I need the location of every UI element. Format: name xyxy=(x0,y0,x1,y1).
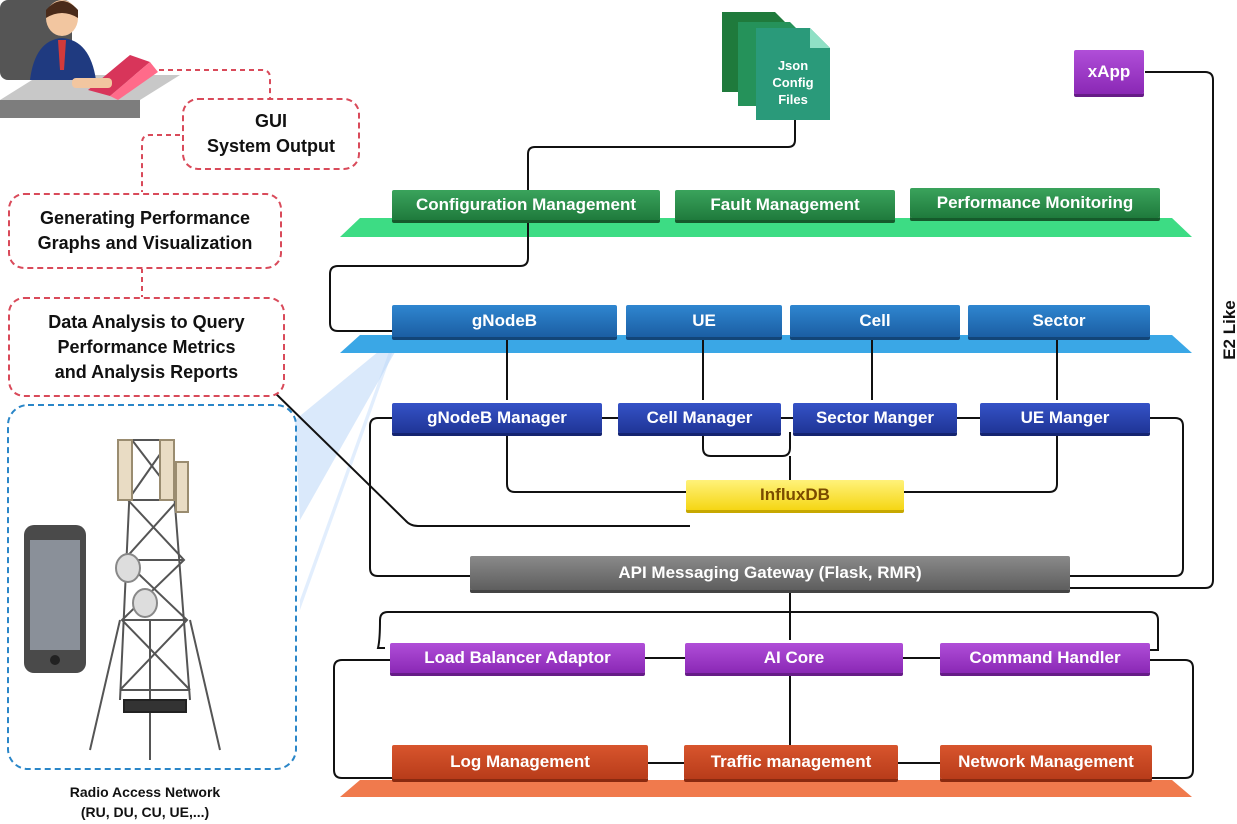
ran-caption: Radio Access Network (RU, DU, CU, UE,...… xyxy=(10,782,280,822)
fault-management-box[interactable]: Fault Management xyxy=(675,190,895,220)
configuration-management-box[interactable]: Configuration Management xyxy=(392,190,660,220)
green-layer-slab xyxy=(340,218,1192,237)
gnodeb-box[interactable]: gNodeB xyxy=(392,305,617,337)
user-at-laptop-icon xyxy=(0,0,180,118)
sector-box[interactable]: Sector xyxy=(968,305,1150,337)
blue-layer-slab xyxy=(340,335,1192,353)
json-files-label: Json Config Files xyxy=(760,57,826,108)
performance-graphs-box: Generating Performance Graphs and Visual… xyxy=(8,193,282,269)
cell-box[interactable]: Cell xyxy=(790,305,960,337)
json-files-line1: Json xyxy=(777,58,809,73)
ue-box[interactable]: UE xyxy=(626,305,782,337)
json-files-line2: Config xyxy=(772,75,814,90)
xapp-box[interactable]: xApp xyxy=(1074,50,1144,94)
influxdb-box[interactable]: InfluxDB xyxy=(686,480,904,510)
ran-caption-line1: Radio Access Network xyxy=(69,784,221,800)
api-gateway-box[interactable]: API Messaging Gateway (Flask, RMR) xyxy=(470,556,1070,590)
performance-monitoring-box[interactable]: Performance Monitoring xyxy=(910,188,1160,218)
cell-tower-icon xyxy=(89,439,221,760)
ai-core-box[interactable]: AI Core xyxy=(685,643,903,673)
gui-output-line2: System Output xyxy=(206,136,335,156)
json-files-line3: Files xyxy=(778,92,808,107)
orange-layer-slab xyxy=(340,780,1192,797)
gui-output-line1: GUI xyxy=(254,111,287,131)
coverage-beam xyxy=(300,335,395,610)
e2-like-label: E2 Like xyxy=(1220,300,1237,360)
coverage-beam-2 xyxy=(295,338,395,520)
performance-graphs-line1: Generating Performance xyxy=(39,208,251,228)
ran-box xyxy=(7,404,297,770)
gnodeb-manager-box[interactable]: gNodeB Manager xyxy=(392,403,602,433)
load-balancer-adaptor-box[interactable]: Load Balancer Adaptor xyxy=(390,643,645,673)
cell-manager-box[interactable]: Cell Manager xyxy=(618,403,781,433)
gui-output-box: GUI System Output xyxy=(182,98,360,170)
data-analysis-line2: Performance Metrics xyxy=(57,336,236,357)
json-files-icon xyxy=(722,12,830,120)
data-analysis-line1: Data Analysis to Query xyxy=(48,311,245,332)
network-management-box[interactable]: Network Management xyxy=(940,745,1152,779)
data-analysis-box: Data Analysis to Query Performance Metri… xyxy=(8,297,285,397)
command-handler-box[interactable]: Command Handler xyxy=(940,643,1150,673)
smartphone-icon xyxy=(24,525,86,673)
log-management-box[interactable]: Log Management xyxy=(392,745,648,779)
sector-manager-box[interactable]: Sector Manger xyxy=(793,403,957,433)
traffic-management-box[interactable]: Traffic management xyxy=(684,745,898,779)
ue-manager-box[interactable]: UE Manger xyxy=(980,403,1150,433)
ran-caption-line2: (RU, DU, CU, UE,...) xyxy=(80,804,210,820)
performance-graphs-line2: Graphs and Visualization xyxy=(37,233,253,253)
data-analysis-line3: and Analysis Reports xyxy=(54,361,239,382)
